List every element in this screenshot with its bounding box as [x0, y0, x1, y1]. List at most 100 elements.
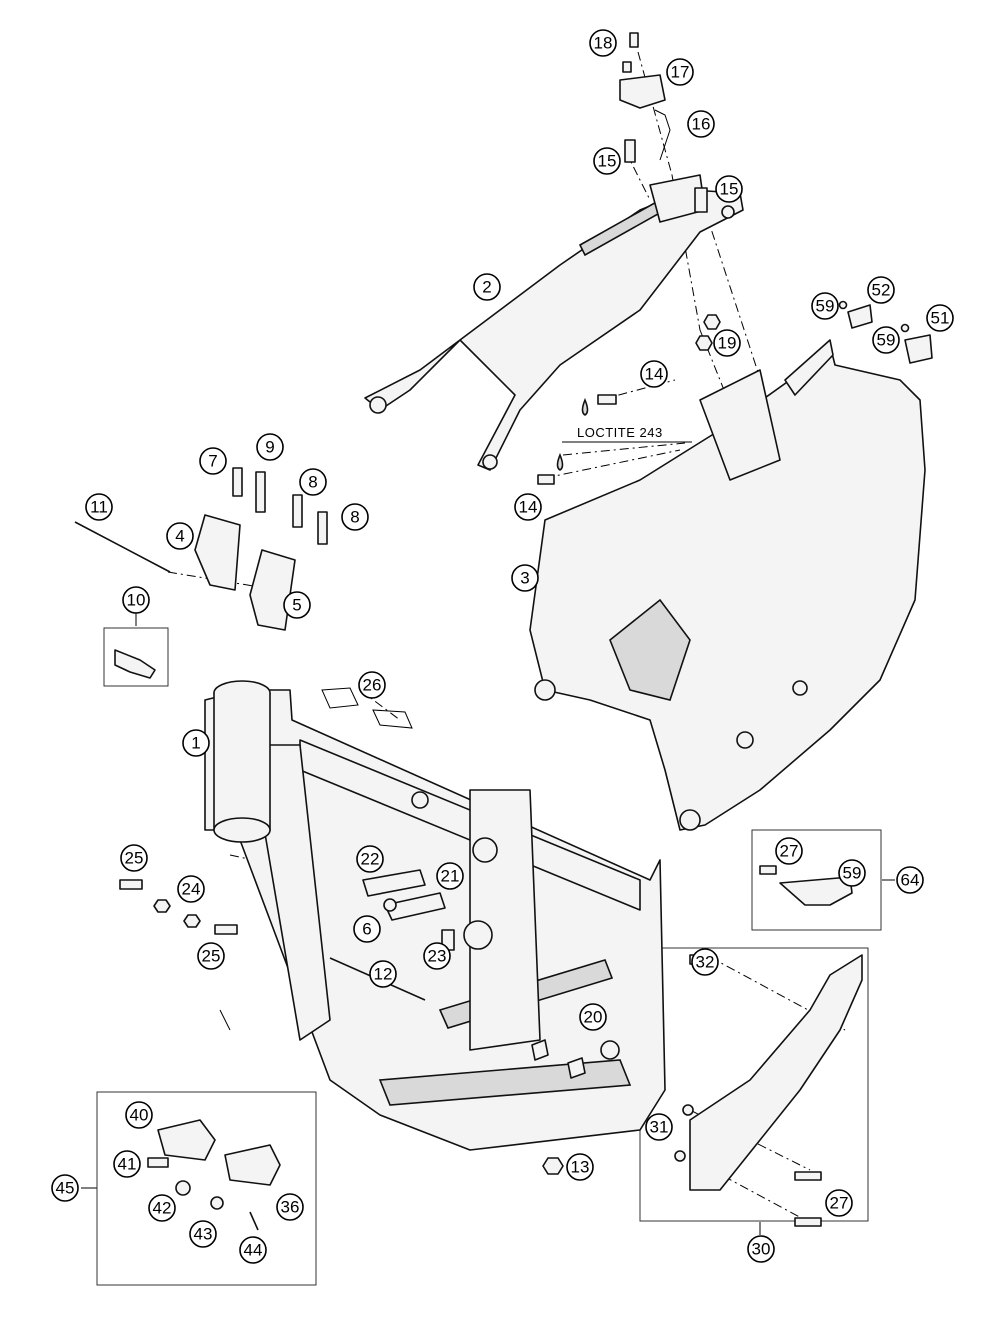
callout-21: 21: [436, 862, 464, 890]
svg-text:15: 15: [720, 180, 739, 199]
callout-6: 6: [353, 915, 381, 943]
wire-16: [654, 109, 671, 161]
svg-text:11: 11: [90, 498, 108, 517]
callout-40: 40: [125, 1101, 153, 1129]
callout-17: 17: [666, 58, 694, 86]
svg-text:22: 22: [361, 850, 380, 869]
screw-31a: [682, 1104, 694, 1116]
screw-14-upper: [597, 394, 617, 405]
callout-7: 7: [199, 447, 227, 475]
svg-text:32: 32: [696, 953, 715, 972]
callout-52-b: 59: [872, 326, 900, 354]
engine-mount-4: [194, 514, 241, 591]
bolt-9: [255, 471, 266, 513]
nut-52-b: [900, 323, 910, 333]
pin-44: [249, 1211, 259, 1231]
callout-27-upper: 27: [775, 837, 803, 865]
callout-9: 9: [256, 433, 284, 461]
svg-text:27: 27: [780, 842, 799, 861]
grommet-20b: [567, 1057, 586, 1079]
svg-text:25: 25: [202, 947, 221, 966]
callout-25-lower: 25: [197, 942, 225, 970]
svg-text:3: 3: [520, 569, 529, 588]
callout-19: 19: [713, 329, 741, 357]
callout-24: 24: [177, 875, 205, 903]
callout-44: 44: [239, 1236, 267, 1264]
chain-guide-30: [689, 954, 863, 1191]
decal-26a: [321, 687, 359, 709]
callout-16: 16: [687, 110, 715, 138]
loctite-note: LOCTITE 243: [577, 425, 663, 440]
callout-41: 41: [113, 1150, 141, 1178]
svg-text:45: 45: [56, 1179, 75, 1198]
svg-text:19: 19: [718, 334, 737, 353]
svg-text:15: 15: [598, 152, 617, 171]
bracket-17: [619, 74, 666, 109]
callout-15-right: 15: [715, 175, 743, 203]
svg-text:44: 44: [244, 1241, 263, 1260]
callout-59: 59: [838, 859, 866, 887]
svg-text:7: 7: [208, 452, 217, 471]
callout-3: 3: [511, 564, 539, 592]
callout-13: 13: [566, 1153, 594, 1181]
callout-1: 1: [182, 729, 210, 757]
svg-text:6: 6: [362, 920, 371, 939]
svg-text:14: 14: [645, 365, 664, 384]
callout-4: 4: [166, 522, 194, 550]
loctite-drop-upper: [581, 397, 589, 416]
svg-text:4: 4: [175, 527, 184, 546]
svg-text:20: 20: [584, 1008, 603, 1027]
bolt-8a: [292, 494, 303, 528]
lock-10: [114, 649, 156, 679]
callout-43: 43: [189, 1220, 217, 1248]
callout-36: 36: [276, 1193, 304, 1221]
callout-8-upper: 8: [299, 468, 327, 496]
svg-text:14: 14: [519, 498, 538, 517]
callout-45: 45: [51, 1174, 79, 1202]
svg-text:36: 36: [281, 1198, 300, 1217]
bolt-8b: [317, 511, 328, 545]
svg-text:30: 30: [752, 1240, 771, 1259]
bolt-25a: [119, 879, 143, 890]
callout-2: 2: [473, 273, 501, 301]
clip-50: [904, 334, 933, 364]
group-box-45: [96, 1091, 317, 1286]
svg-text:8: 8: [308, 473, 317, 492]
footrest-36: [224, 1144, 281, 1186]
svg-text:42: 42: [153, 1199, 172, 1218]
clip-51: [847, 304, 873, 329]
pin-41: [147, 1157, 169, 1168]
svg-text:59: 59: [843, 864, 862, 883]
callout-31: 31: [645, 1113, 673, 1141]
callout-50: 51: [926, 304, 954, 332]
callout-30: 30: [747, 1235, 775, 1263]
svg-text:1: 1: [191, 734, 200, 753]
svg-text:9: 9: [265, 438, 274, 457]
callout-5: 5: [283, 591, 311, 619]
svg-text:16: 16: [692, 115, 711, 134]
callout-11: 11: [85, 493, 113, 521]
nut-19a: [703, 314, 721, 330]
svg-text:8: 8: [350, 508, 359, 527]
callout-25-upper: 25: [120, 844, 148, 872]
bolt-7: [232, 467, 243, 497]
nut-52-a: [838, 300, 848, 310]
callout-42: 42: [148, 1194, 176, 1222]
nut-24b: [183, 914, 201, 928]
bolt-15-left: [624, 139, 636, 163]
guide-59: [779, 876, 853, 906]
nut-19b: [695, 335, 713, 351]
callout-10: 10: [122, 586, 150, 614]
svg-text:17: 17: [671, 63, 690, 82]
bolt-27-small: [759, 865, 777, 875]
callout-64: 64: [896, 866, 924, 894]
grommet-20a: [531, 1039, 549, 1061]
screw-18b: [622, 61, 632, 73]
svg-text:21: 21: [441, 867, 460, 886]
callout-12: 12: [369, 960, 397, 988]
svg-text:10: 10: [127, 591, 146, 610]
small-parts: [74, 32, 933, 1231]
svg-text:23: 23: [428, 947, 447, 966]
callout-14-upper: 14: [640, 360, 668, 388]
svg-text:52: 52: [872, 281, 891, 300]
